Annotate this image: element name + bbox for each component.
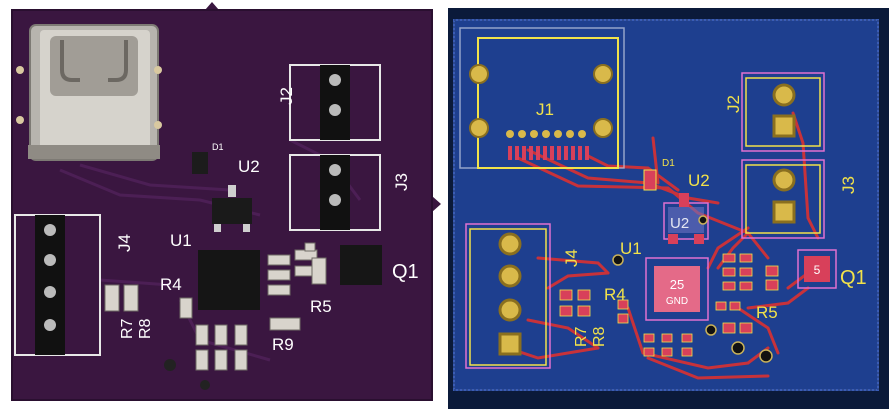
photo-label-j3: J3 (392, 173, 411, 191)
layout-pad-gnd: GND (666, 296, 688, 307)
photo-label-u2: U2 (238, 157, 260, 176)
photo-label-d1: D1 (212, 142, 224, 152)
layout-label-d1: D1 (662, 158, 675, 169)
layout-label-j3: J3 (839, 176, 858, 194)
photo-label-r4: R4 (160, 275, 182, 294)
pcb-layout-render: J1 D1 U2 U2 J2 J3 (448, 8, 889, 409)
layout-pad-5: 5 (814, 263, 821, 277)
layout-label-u2-inner: U2 (670, 215, 689, 232)
layout-label-r7: R7 (573, 326, 590, 347)
layout-label-j4: J4 (562, 249, 581, 267)
layout-usb-c-footprint (459, 27, 625, 169)
photo-label-q1: Q1 (392, 261, 419, 283)
photo-label-j2: J2 (277, 87, 296, 105)
photo-label-r8: R8 (137, 318, 154, 339)
layout-pad-25: 25 (670, 277, 684, 292)
layout-label-j2: J2 (724, 95, 743, 113)
photo-usb-c-connector (16, 24, 162, 161)
photo-header-j3 (289, 154, 381, 231)
layout-label-u2: U2 (688, 171, 710, 190)
layout-label-r5: R5 (756, 303, 778, 322)
layout-label-u1: U1 (620, 239, 642, 258)
layout-header-j3 (741, 159, 825, 239)
photo-label-u1: U1 (170, 231, 192, 250)
layout-header-j2 (741, 72, 825, 152)
pcb-photo: D1 U2 J2 J3 J4 (11, 2, 441, 401)
photo-label-j4: J4 (115, 234, 134, 252)
layout-label-r4: R4 (604, 285, 626, 304)
layout-header-j4 (465, 223, 551, 369)
photo-label-r9: R9 (272, 335, 294, 354)
photo-header-j4 (14, 214, 101, 356)
layout-label-q1: Q1 (840, 267, 867, 289)
photo-label-r5: R5 (310, 297, 332, 316)
photo-label-r7: R7 (119, 318, 136, 339)
layout-label-j1: J1 (536, 100, 554, 119)
layout-label-r8: R8 (591, 326, 608, 347)
photo-header-j2 (289, 64, 381, 141)
